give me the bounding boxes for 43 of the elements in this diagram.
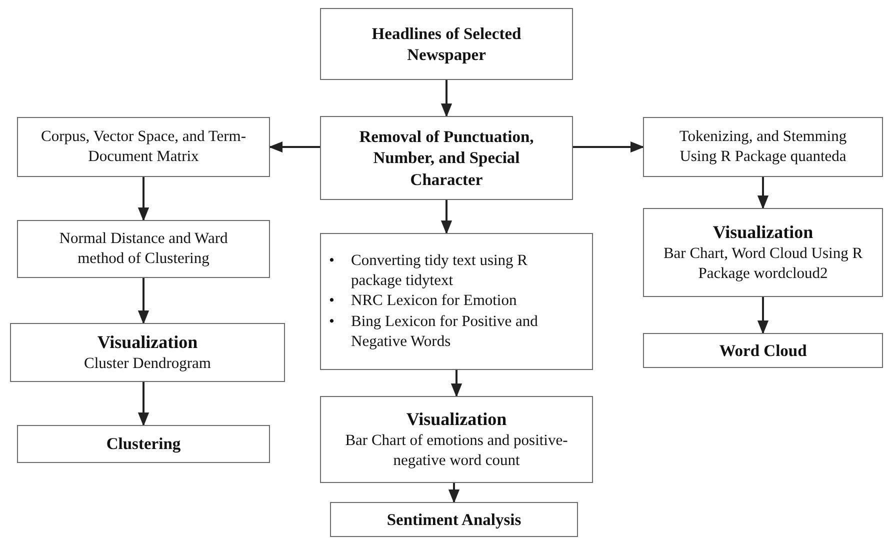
title-box [320,8,573,80]
box-label: Word Cloud [719,340,807,362]
arrow [138,177,150,222]
box-text: Cluster Dendrogram [84,354,211,374]
list-item: Bing Lexicon for Positive and Negative Words [351,312,539,352]
box-label: Corpus, Vector Space, and Term-Document Matrix [40,126,247,167]
arrow [450,370,462,398]
bullet-list-box [320,233,593,370]
bullet: • [329,251,336,272]
title-box [17,425,270,463]
title-box [643,333,883,368]
arrow [138,278,150,324]
box-label: Normal Distance and Ward method of Clustering [58,228,229,269]
box-heading: Visualization [97,330,198,354]
box-label: Headlines of Selected Newspaper [370,22,522,66]
visualization-box [10,323,285,382]
arrow [440,80,452,118]
arrow [440,200,452,234]
list-item: Converting tidy text using R package tidytext [351,251,529,292]
arrow [757,177,769,210]
box-label: Removal of Punctuation, Number, and Special Character [358,126,535,190]
arrow [448,483,460,504]
process-box [17,220,270,278]
box-label: Sentiment Analysis [386,508,522,530]
arrow [138,382,150,426]
box-text: Bar Chart of emotions and positive-negative word count [344,431,569,472]
box-heading: Visualization [712,220,814,244]
visualization-box [320,396,593,483]
arrow [757,297,769,334]
title-box [330,502,578,537]
title-box [320,116,573,200]
visualization-box [643,208,883,297]
arrow [268,141,320,153]
list-item: NRC Lexicon for Emotion [351,291,518,312]
box-label: Tokenizing, and Stemming Using R Package quanteda [678,126,848,167]
process-box [643,117,883,177]
box-text: Bar Chart, Word Cloud Using R Package wordcloud2 [662,244,864,284]
box-heading: Visualization [406,408,507,431]
arrow [573,141,644,153]
process-box [17,117,270,177]
box-label: Clustering [106,433,181,455]
bullet: • [329,291,336,312]
bullet: • [329,312,336,332]
